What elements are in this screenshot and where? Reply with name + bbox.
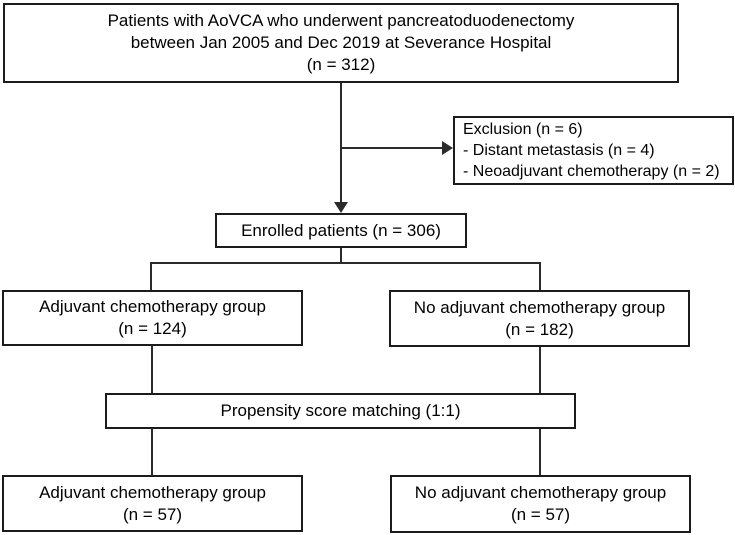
box-patients-line-1: Patients with AoVCA who underwent pancre… bbox=[107, 11, 575, 30]
box-exclusion-line-2: - Distant metastasis (n = 4) bbox=[463, 142, 655, 159]
box-patients-line-2: between Jan 2005 and Dec 2019 at Severan… bbox=[130, 33, 552, 52]
box-patients-line-3: (n = 312) bbox=[306, 55, 376, 74]
connector-left-to-adjuvant bbox=[150, 262, 152, 290]
box-no-adjuvant-line-1: No adjuvant chemotherapy group bbox=[413, 297, 666, 317]
box-propensity-score-matching: Propensity score matching (1:1) bbox=[105, 393, 576, 429]
connector-to-exclusion bbox=[340, 147, 442, 149]
box-adjuvant-line-1: Adjuvant chemotherapy group bbox=[39, 297, 266, 316]
connector-adjuvant-to-psm bbox=[151, 346, 153, 393]
box-no-adjuvant-matched-line-1: No adjuvant chemotherapy group bbox=[414, 483, 667, 502]
box-exclusion: Exclusion (n = 6) - Distant metastasis (… bbox=[453, 116, 734, 185]
box-adjuvant-matched-line-1: Adjuvant chemotherapy group bbox=[39, 482, 266, 502]
box-no-adjuvant-matched-line-2: (n = 57) bbox=[510, 505, 571, 524]
connector-split-horizontal bbox=[150, 262, 541, 264]
box-enrolled-patients: Enrolled patients (n = 306) bbox=[215, 213, 467, 248]
box-adjuvant-line-2: (n = 124) bbox=[118, 319, 187, 338]
arrowhead-down-icon bbox=[334, 202, 348, 213]
connector-no-adjuvant-to-psm bbox=[539, 347, 541, 393]
connector-enrolled-stub bbox=[340, 248, 342, 264]
connector-right-to-no-adjuvant bbox=[539, 262, 541, 290]
box-no-adjuvant-group: No adjuvant chemotherapy group (n = 182) bbox=[389, 290, 690, 347]
box-adjuvant-group: Adjuvant chemotherapy group (n = 124) bbox=[2, 290, 303, 346]
connector-psm-to-adjuvant-matched bbox=[151, 429, 153, 475]
connector-psm-to-no-adjuvant-matched bbox=[539, 429, 541, 475]
box-exclusion-line-1: Exclusion (n = 6) bbox=[463, 121, 583, 138]
connector-patients-to-enrolled bbox=[340, 83, 342, 202]
box-patients-total: Patients with AoVCA who underwent pancre… bbox=[3, 3, 679, 83]
box-no-adjuvant-group-matched: No adjuvant chemotherapy group (n = 57) bbox=[390, 475, 691, 533]
box-adjuvant-group-matched: Adjuvant chemotherapy group (n = 57) bbox=[2, 475, 303, 532]
box-no-adjuvant-line-2: (n = 182) bbox=[505, 319, 574, 339]
box-enrolled-line-1: Enrolled patients (n = 306) bbox=[241, 220, 441, 240]
box-adjuvant-matched-line-2: (n = 57) bbox=[122, 504, 183, 524]
arrowhead-right-icon bbox=[442, 141, 453, 155]
box-psm-line-1: Propensity score matching (1:1) bbox=[220, 401, 461, 420]
box-exclusion-line-3: - Neoadjuvant chemotherapy (n = 2) bbox=[463, 163, 720, 180]
